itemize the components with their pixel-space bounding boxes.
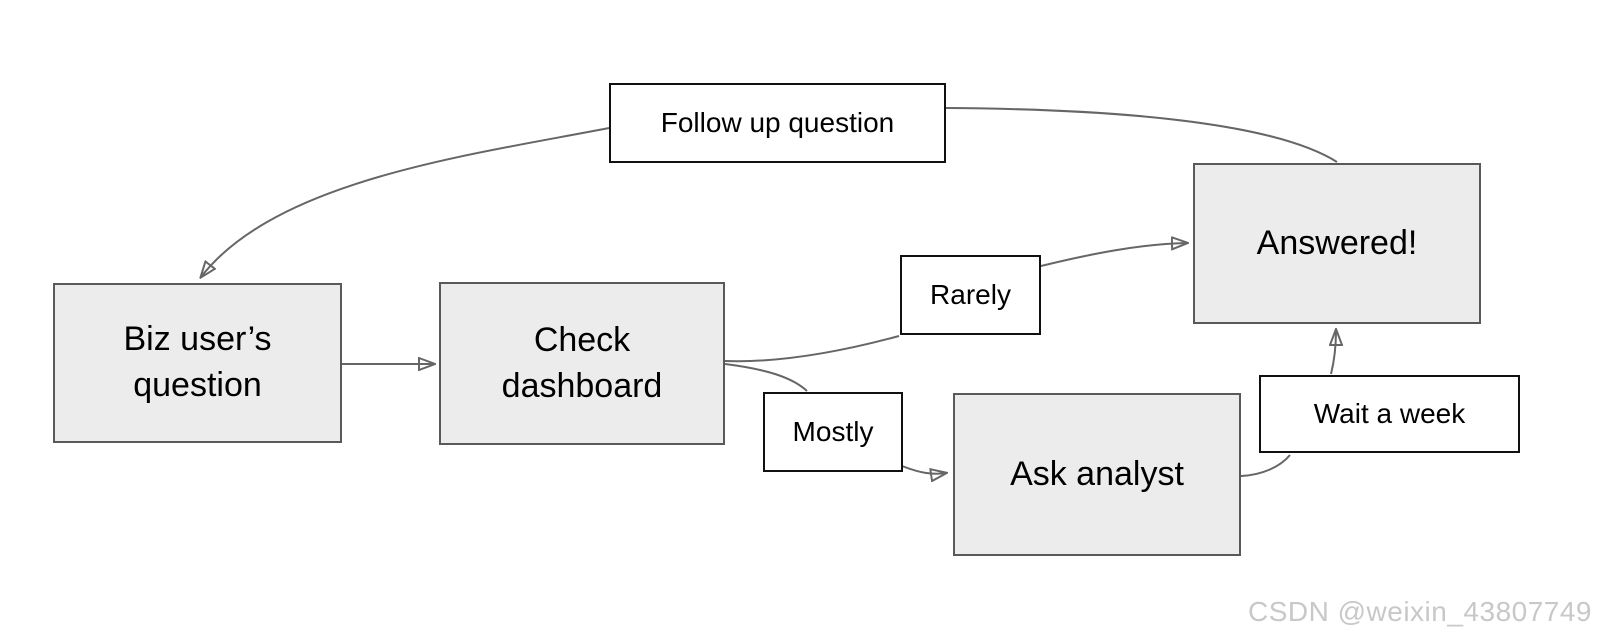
edge-label-rarely: Rarely — [900, 255, 1041, 335]
edge-label-text: Wait a week — [1313, 398, 1466, 430]
edge-check-to-rarely — [724, 335, 900, 363]
node-label: Ask analyst — [1010, 454, 1184, 493]
edge-followup-to-biz — [201, 127, 610, 277]
node-label: Check dashboard — [501, 320, 663, 405]
edge-check-to-mostly — [724, 363, 808, 392]
edge-label-text: Follow up question — [660, 107, 895, 139]
edge-answered-to-followup — [945, 107, 1338, 163]
edge-label-wait-a-week: Wait a week — [1259, 375, 1520, 453]
edge-mostly-to-ask — [901, 465, 946, 474]
node-label: Biz user’s question — [123, 320, 272, 404]
edge-label-text: Rarely — [930, 279, 1011, 311]
edge-label-mostly: Mostly — [763, 392, 903, 472]
node-biz-users-question: Biz user’s question — [53, 283, 342, 443]
edge-ask-to-wait — [1240, 454, 1291, 477]
edge-wait-to-answered — [1331, 330, 1336, 375]
edge-label-follow-up-question: Follow up question — [609, 83, 946, 163]
watermark-text: CSDN @weixin_43807749 — [1248, 596, 1592, 627]
node-label: Answered! — [1256, 223, 1418, 262]
node-answered: Answered! — [1193, 163, 1481, 324]
node-ask-analyst: Ask analyst — [953, 393, 1241, 556]
edge-rarely-to-answered — [1040, 243, 1187, 267]
node-check-dashboard: Check dashboard — [439, 282, 725, 445]
edge-label-text: Mostly — [792, 416, 874, 448]
